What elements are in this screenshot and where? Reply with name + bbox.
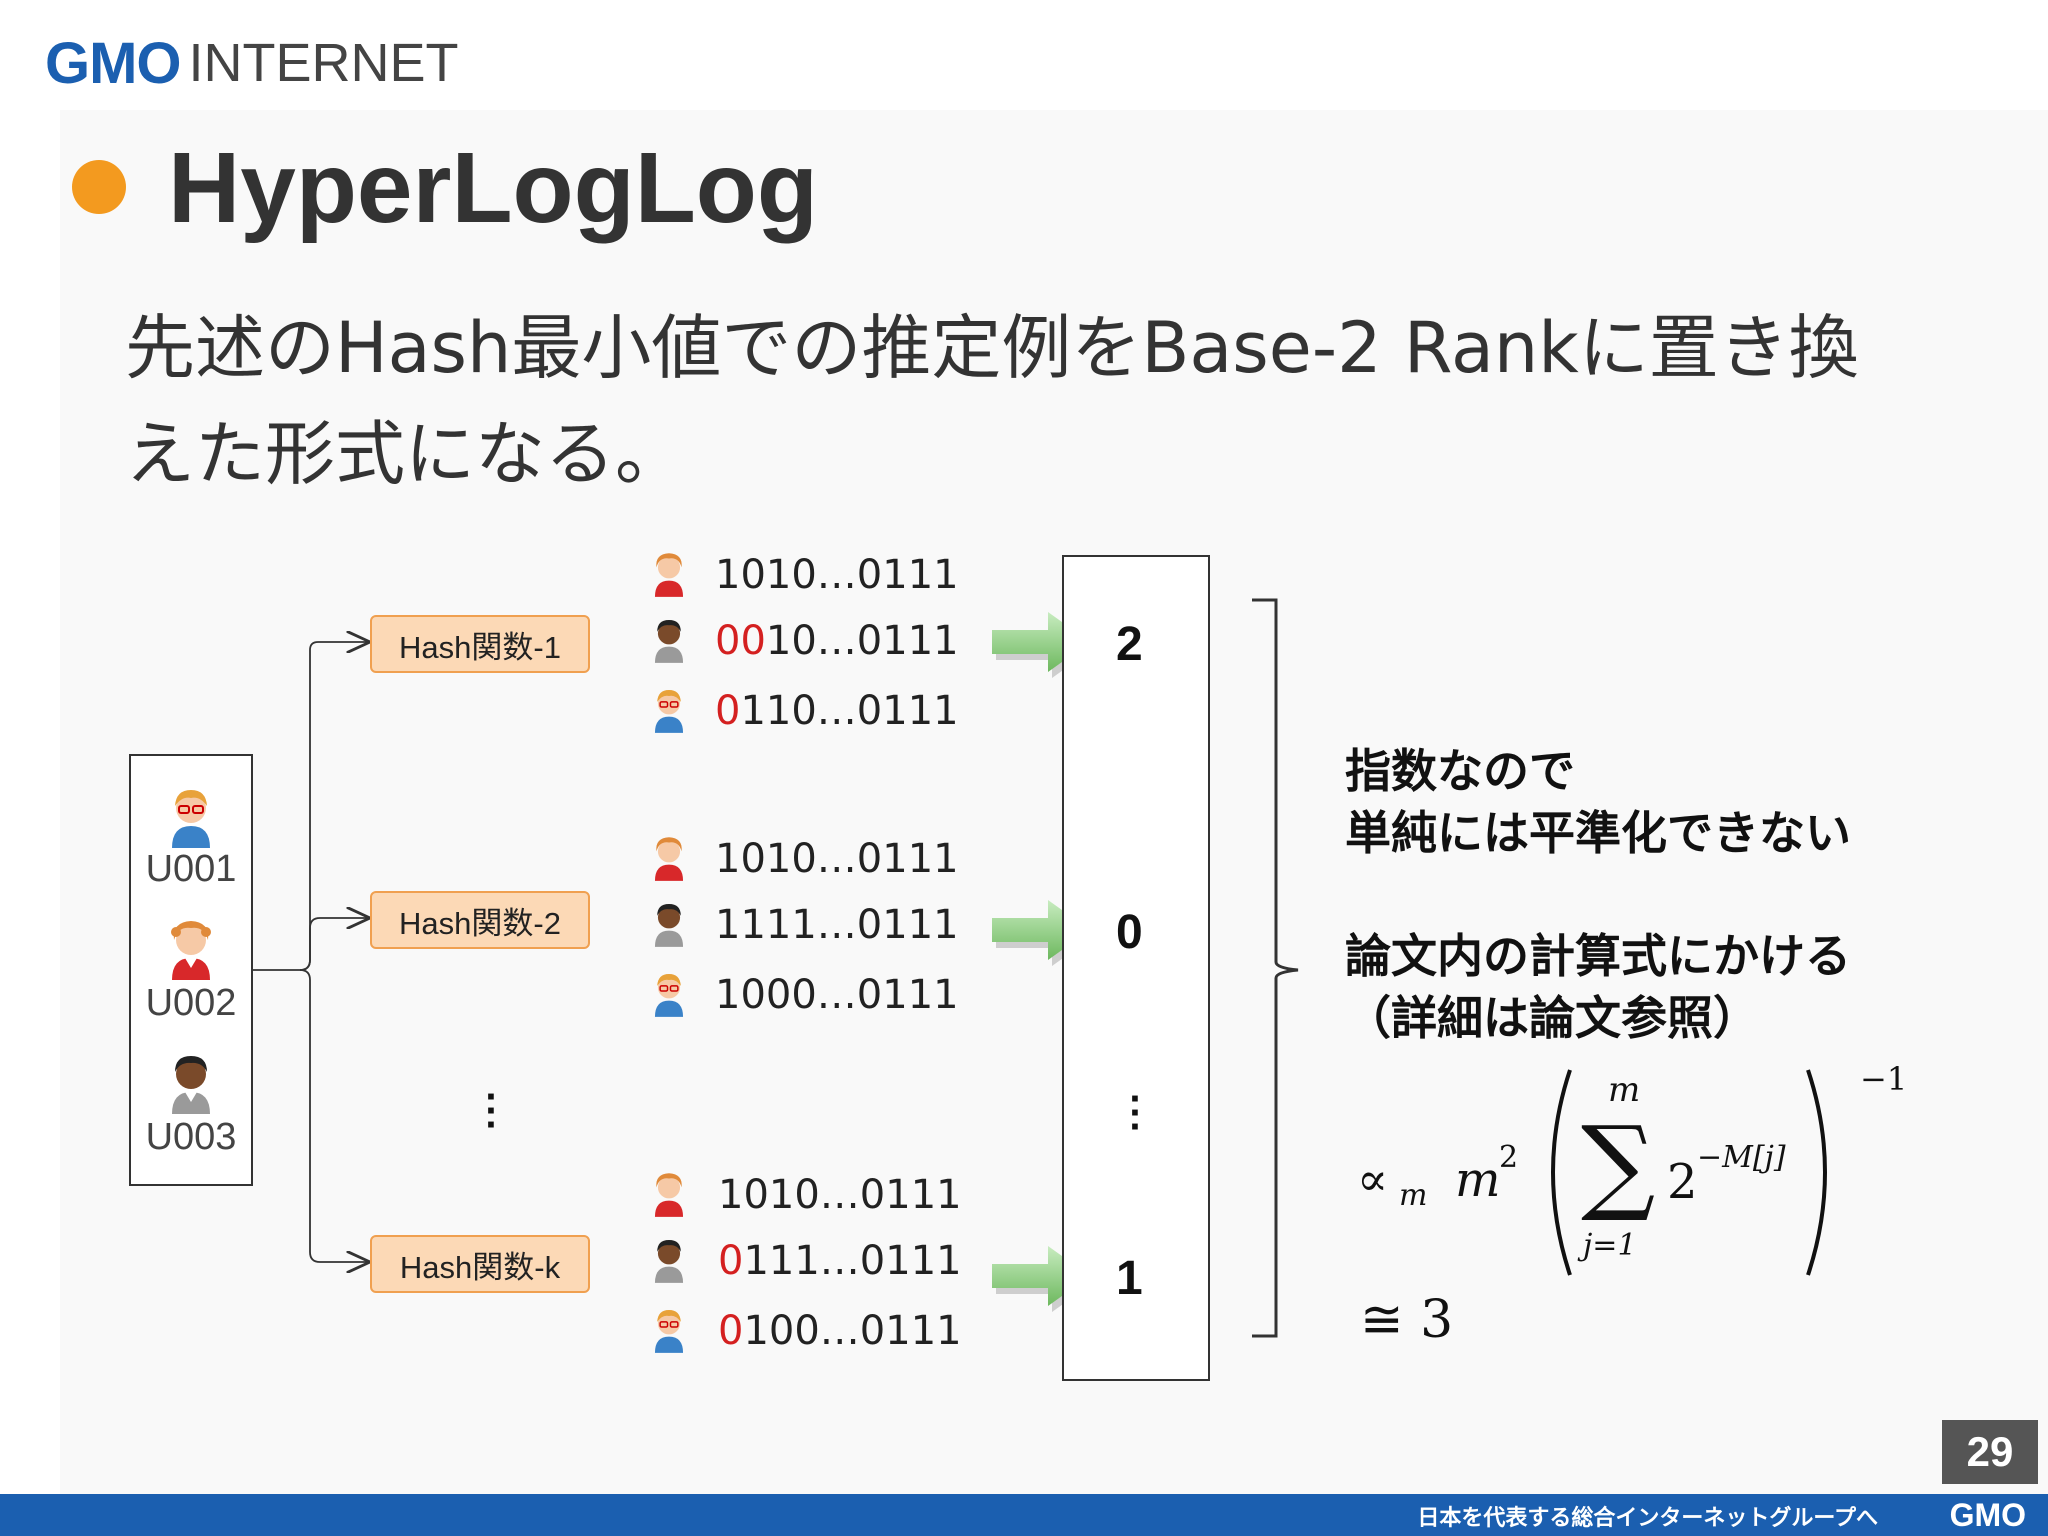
blonde-glasses-user-icon bbox=[172, 790, 210, 848]
hash-function-box: Hash関数-2 bbox=[370, 891, 590, 949]
formula-parentheses bbox=[1551, 1069, 1827, 1276]
sum-upper-limit: m bbox=[1608, 1070, 1641, 1110]
approx-result: ≅ 3 bbox=[1360, 1290, 1454, 1350]
slide-subtitle: 先述のHash最小値での推定例をBase-2 Rankに置き換えた形式になる。 bbox=[125, 307, 1859, 495]
hash-bits: 0111…0111 bbox=[718, 1238, 962, 1284]
rank-ellipsis: ··· bbox=[1129, 1077, 1143, 1149]
note-exponent: 指数なので 単純には平準化できない bbox=[1345, 740, 1851, 864]
rank-value: 1 bbox=[1116, 1252, 1143, 1305]
blonde-glasses-user-icon bbox=[654, 1310, 684, 1353]
user-id-label: U001 bbox=[145, 848, 237, 890]
hash-bits: 0110…0111 bbox=[715, 688, 959, 734]
hash-bits: 1010…0111 bbox=[718, 1172, 962, 1218]
hash-bits: 1010…0111 bbox=[715, 836, 959, 882]
logo-text: INTERNET bbox=[188, 33, 459, 93]
dark-skin-user-icon bbox=[654, 904, 684, 947]
hash-function-box: Hash関数-1 bbox=[370, 615, 590, 673]
orange-hair-user-icon bbox=[171, 921, 211, 980]
right-bracket bbox=[1252, 598, 1299, 1338]
user-list-box: U001 U002 U003 bbox=[129, 754, 253, 1186]
hash-bits: 0100…0111 bbox=[718, 1308, 962, 1354]
user-id-label: U002 bbox=[145, 982, 237, 1024]
footer-tagline: 日本を代表する総合インターネットグループへ bbox=[1417, 1506, 1878, 1531]
logo-mark: GMO bbox=[45, 30, 182, 96]
rank-register-box: 2 0 ··· 1 bbox=[1062, 555, 1210, 1381]
hash-bits: 0010…0111 bbox=[715, 618, 959, 664]
orange-hair-user-icon bbox=[654, 553, 684, 597]
blonde-glasses-user-icon bbox=[654, 974, 684, 1017]
estimate-formula: ∝ m m 2 m ∑ j=1 2 −M[j] −1 bbox=[1355, 1060, 1915, 1290]
hash-bits: 1010…0111 bbox=[715, 552, 959, 598]
hash-function-ellipsis: ··· bbox=[485, 1075, 499, 1147]
footer-brand-logo: GMO bbox=[1949, 1497, 2026, 1533]
rank-value: 2 bbox=[1116, 618, 1143, 671]
orange-hair-user-icon bbox=[654, 837, 684, 881]
user-id-label: U003 bbox=[145, 1116, 237, 1158]
user-to-hash-connector bbox=[250, 642, 370, 1262]
term-base: 2 bbox=[1667, 1154, 1698, 1210]
title-bullet-icon bbox=[72, 160, 126, 214]
blonde-glasses-user-icon bbox=[654, 690, 684, 733]
note-line: 論文内の計算式にかける bbox=[1345, 929, 1851, 983]
formula-subscript-m: m bbox=[1399, 1178, 1428, 1213]
sum-lower-limit: j=1 bbox=[1583, 1228, 1637, 1263]
term-exponent: −M[j] bbox=[1697, 1140, 1786, 1175]
footer-bar bbox=[0, 1494, 2048, 1536]
hash-function-box: Hash関数-k bbox=[370, 1235, 590, 1293]
hash-bits: 1000…0111 bbox=[715, 972, 959, 1018]
dark-skin-user-icon bbox=[172, 1056, 210, 1114]
gmo-internet-logo: GMO INTERNET bbox=[45, 28, 459, 98]
dark-skin-user-icon bbox=[654, 620, 684, 663]
page-number: 29 bbox=[1942, 1420, 2038, 1484]
note-line: 指数なので bbox=[1345, 744, 1575, 798]
outer-exponent: −1 bbox=[1860, 1060, 1908, 1098]
dark-skin-user-icon bbox=[654, 1240, 684, 1283]
rank-value: 0 bbox=[1116, 906, 1143, 959]
note-line: （詳細は論文参照） bbox=[1345, 991, 1759, 1045]
formula-m-exponent: 2 bbox=[1499, 1140, 1519, 1175]
proportional-symbol: ∝ bbox=[1357, 1152, 1389, 1206]
orange-hair-user-icon bbox=[654, 1173, 684, 1217]
note-formula: 論文内の計算式にかける （詳細は論文参照） bbox=[1345, 925, 1851, 1049]
slide-title: HyperLogLog bbox=[168, 132, 818, 244]
note-line: 単純には平準化できない bbox=[1345, 806, 1851, 860]
hash-bits: 1111…0111 bbox=[715, 902, 959, 948]
sigma-symbol: ∑ bbox=[1581, 1103, 1656, 1225]
formula-m: m bbox=[1455, 1152, 1501, 1208]
